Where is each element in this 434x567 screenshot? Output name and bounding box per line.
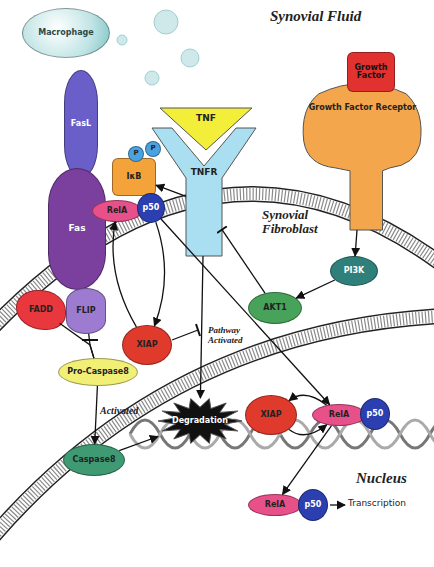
arrow-connector — [289, 425, 327, 435]
node-label: Caspase8 — [73, 456, 116, 464]
rela-subunit: RelA — [248, 494, 302, 516]
pi3k-kinase: PI3K — [330, 256, 378, 286]
node-label: FLIP — [76, 307, 95, 315]
node-label: Growth Factor — [348, 64, 394, 81]
arrow-connector — [113, 222, 136, 327]
arrow-connector — [283, 426, 332, 495]
process-label: Transcription — [348, 499, 428, 509]
arrow-connector — [154, 222, 164, 326]
flip-protein: FLIP — [66, 288, 106, 334]
rela-subunit: RelA — [312, 404, 366, 426]
arrow-connector — [119, 437, 158, 451]
node-label: p50 — [305, 501, 322, 509]
p50-subunit: p50 — [298, 489, 328, 521]
node-label: FADD — [29, 306, 53, 314]
node-label: RelA — [107, 207, 128, 215]
arrow-connector — [355, 230, 357, 256]
inhibition-connector — [222, 230, 265, 294]
arrow-connector — [289, 395, 327, 405]
growth-factor: Growth Factor — [347, 52, 395, 92]
xiap-protein: XIAP — [122, 325, 172, 365]
arrow-connector — [95, 386, 98, 444]
node-label: p50 — [143, 204, 160, 212]
node-label: PI3K — [344, 267, 365, 275]
node-label: RelA — [265, 501, 286, 509]
fasl-ligand: FasL — [64, 70, 98, 178]
node-label: Growth Factor Receptor — [309, 104, 417, 112]
rela-subunit: RelA — [92, 200, 142, 222]
phosphate-group: P — [128, 146, 144, 162]
p50-subunit: p50 — [137, 193, 165, 223]
node-label: TNF — [196, 114, 216, 123]
node-label: AKT1 — [263, 304, 286, 312]
node-label: Macrophage — [38, 29, 94, 37]
nuclear-membrane — [0, 316, 434, 540]
xiap-protein: XIAP — [245, 395, 297, 435]
growth-factor-receptor: Growth Factor Receptor — [300, 82, 425, 230]
region-label: Synovial Fibroblast — [262, 208, 342, 237]
node-label: Degradation — [172, 417, 228, 425]
arrow-connector — [156, 185, 186, 196]
tnf-receptor: TNFR — [186, 150, 222, 256]
node-label: IκB — [127, 173, 142, 181]
arrow-connector — [89, 334, 94, 358]
edge-label: Pathway Activated — [208, 326, 260, 346]
caspase8: Caspase8 — [63, 444, 125, 476]
node-label: XIAP — [260, 411, 281, 419]
akt1-kinase: AKT1 — [248, 292, 302, 324]
ikb-protein: IκB — [112, 158, 156, 196]
region-label: Nucleus — [356, 470, 426, 487]
fas-receptor: Fas — [48, 168, 106, 290]
procaspase8: Pro-Caspase8 — [58, 358, 138, 386]
macrophage-cell: Macrophage — [22, 8, 110, 58]
node-label: RelA — [329, 411, 350, 419]
node-label: XIAP — [136, 341, 157, 349]
transcription-arrow — [330, 504, 345, 505]
node-label: TNFR — [191, 168, 218, 177]
p50-subunit: p50 — [360, 398, 390, 430]
node-label: p50 — [367, 410, 384, 418]
macrophage-bubbles — [117, 10, 199, 85]
degradation-star: Degradation — [158, 398, 242, 444]
arrow-connector — [296, 280, 335, 298]
fadd-adaptor: FADD — [16, 290, 66, 330]
node-label: P — [133, 150, 138, 157]
node-label: Pro-Caspase8 — [67, 368, 129, 376]
node-label: P — [150, 145, 155, 152]
region-label: Synovial Fluid — [270, 8, 420, 25]
phosphate-group: P — [145, 141, 161, 157]
tnf-ligand: TNF — [160, 108, 252, 150]
edge-label: Activated — [100, 405, 160, 416]
node-label: Fas — [68, 224, 85, 233]
arrow-connector — [200, 256, 203, 398]
node-label: FasL — [71, 120, 91, 128]
